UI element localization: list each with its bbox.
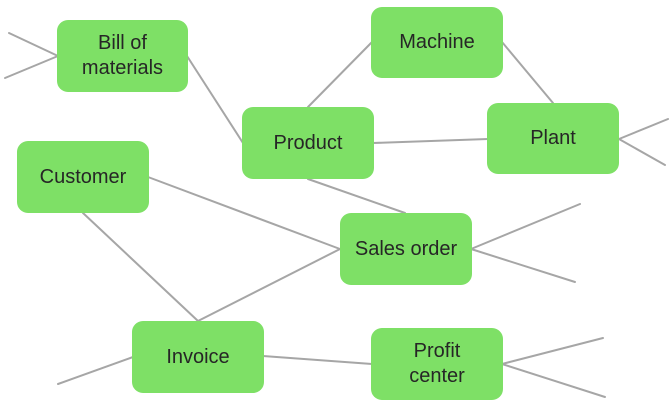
stub-sales-2 (470, 248, 576, 283)
node-label-line: Invoice (166, 345, 230, 368)
node-label-line: Profit (413, 340, 461, 362)
node-product: Product (242, 107, 374, 179)
node-label-line: Plant (530, 127, 576, 149)
stub-bill-2 (4, 55, 59, 79)
edge-invoice-sales (197, 248, 341, 322)
edge-customer-invoice (82, 212, 199, 322)
stub-profit-1 (501, 337, 604, 365)
edge-machine-plant (501, 41, 554, 104)
stub-plant-1 (618, 118, 669, 140)
node-label-line: center (409, 365, 465, 387)
node-label-line: Sales order (354, 237, 458, 260)
node-label-line: Machine (399, 31, 475, 53)
node-customer: Customer (17, 141, 149, 213)
node-bill-of-materials: Bill of materials (57, 20, 188, 92)
node-plant: Plant (487, 103, 619, 174)
stub-profit-2 (501, 363, 606, 398)
node-invoice: Invoice (132, 321, 264, 393)
node-label-line: Bill of (98, 32, 147, 54)
edge-bill-product (186, 55, 244, 144)
edge-invoice-profit (262, 355, 373, 365)
node-label-line: Product (273, 131, 343, 154)
stub-sales-1 (470, 203, 581, 250)
edge-product-sales (307, 178, 406, 214)
edge-product-plant (372, 138, 489, 144)
node-label-line: Customer (39, 165, 127, 188)
stub-bill-1 (8, 32, 59, 57)
edge-customer-sales (147, 176, 341, 250)
stub-plant-2 (618, 138, 666, 166)
node-label-line: materials (81, 57, 164, 79)
edge-product-machine (307, 41, 373, 108)
node-machine: Machine (371, 7, 503, 78)
stub-invoice (57, 356, 134, 385)
node-profit-center: Profit center (371, 328, 503, 400)
node-sales-order: Sales order (340, 213, 472, 285)
